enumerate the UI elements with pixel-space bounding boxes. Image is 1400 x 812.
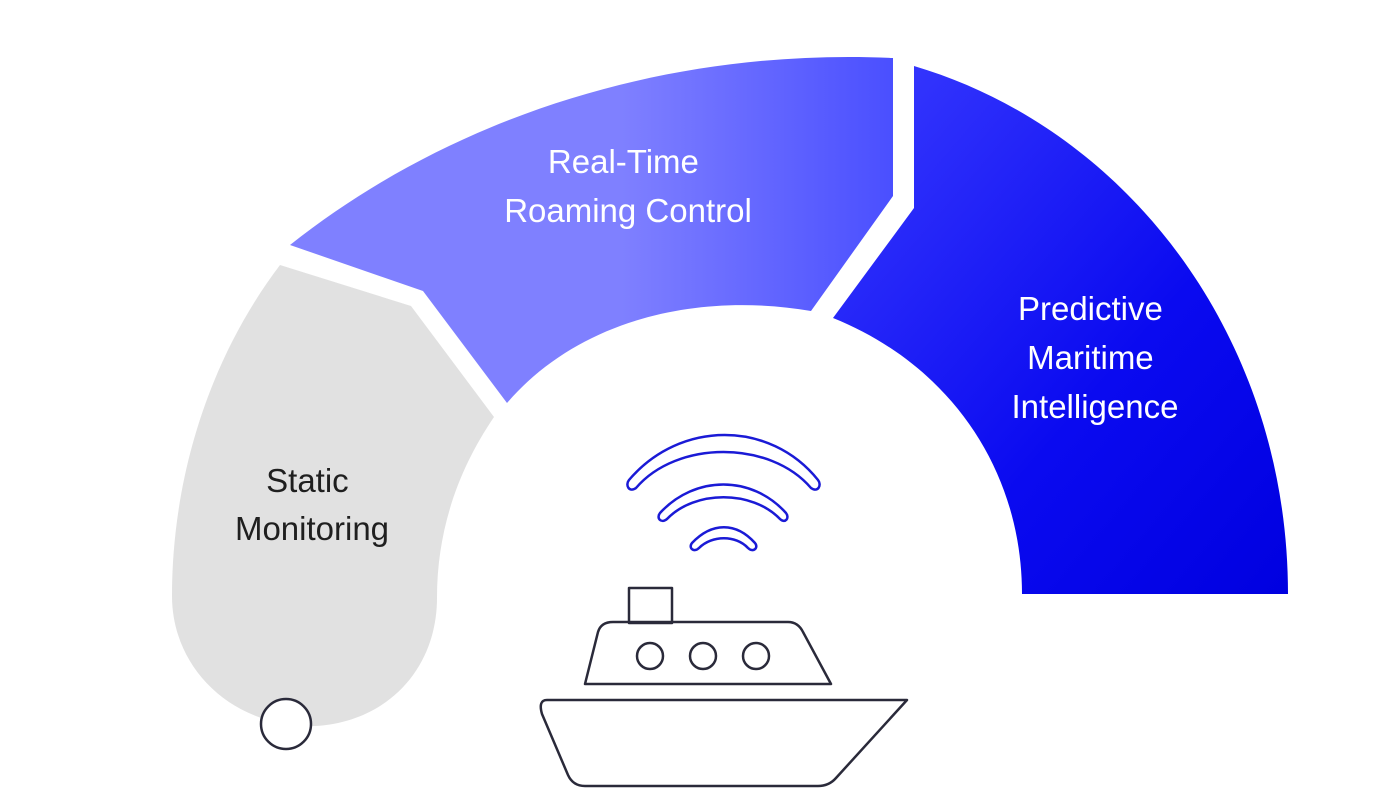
- ship-porthole-2: [688, 641, 718, 671]
- ship-icon: [539, 586, 909, 788]
- segment-predictive-maritime-intelligence-shape: [833, 66, 1288, 594]
- segment-static-monitoring-line2: Monitoring: [235, 510, 389, 547]
- segment-real-time-roaming-control-line1: Real-Time: [548, 143, 699, 180]
- segment-real-time-roaming-control: Real-Time Roaming Control: [290, 56, 893, 403]
- segment-static-monitoring-shape: [172, 265, 494, 727]
- segment-predictive-maritime-intelligence-label: Predictive Maritime Intelligence: [1012, 290, 1179, 425]
- segment-static-monitoring-label: Static Monitoring: [235, 462, 389, 547]
- segment-static-monitoring: Static Monitoring: [172, 265, 494, 751]
- segment-real-time-roaming-control-label: Real-Time Roaming Control: [504, 143, 752, 229]
- wifi-signal-icon: [626, 433, 821, 552]
- segment-predictive-maritime-intelligence-line2: Maritime: [1027, 339, 1154, 376]
- segment-real-time-roaming-control-shape: [290, 56, 893, 403]
- ship-funnel: [627, 586, 674, 625]
- segment-static-monitoring-line1: Static: [266, 462, 349, 499]
- start-marker-icon: [259, 697, 313, 751]
- wifi-arc-inner: [689, 526, 758, 552]
- ship-hull: [539, 698, 909, 788]
- wifi-arc-outer: [626, 433, 821, 491]
- ship-porthole-3: [741, 641, 771, 671]
- ship-porthole-1: [635, 641, 665, 671]
- segment-predictive-maritime-intelligence-line3: Intelligence: [1012, 388, 1179, 425]
- wifi-arc-middle: [657, 483, 789, 523]
- segment-real-time-roaming-control-line2: Roaming Control: [504, 192, 752, 229]
- segment-predictive-maritime-intelligence-line1: Predictive: [1018, 290, 1163, 327]
- segment-predictive-maritime-intelligence: Predictive Maritime Intelligence: [833, 66, 1288, 594]
- ship-cabin: [583, 620, 833, 686]
